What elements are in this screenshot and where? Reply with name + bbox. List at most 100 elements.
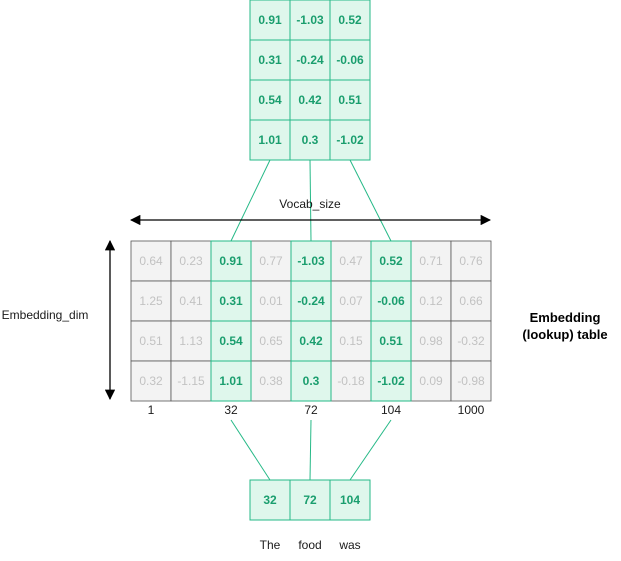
table-value-highlighted: 1.01 xyxy=(219,374,243,388)
table-cell xyxy=(410,240,452,282)
table-value: 1.13 xyxy=(179,334,203,348)
table-value: -1.15 xyxy=(177,374,205,388)
table-cell xyxy=(330,360,372,402)
table-value: -0.18 xyxy=(337,374,365,388)
token-id-cell xyxy=(329,479,371,521)
table-value: 0.12 xyxy=(419,294,443,308)
table-value: 0.76 xyxy=(459,254,483,268)
table-value: -0.98 xyxy=(457,374,485,388)
table-value-highlighted: 0.42 xyxy=(299,334,323,348)
connector-line xyxy=(309,419,312,481)
output-matrix-value: 0.54 xyxy=(258,93,282,107)
table-cell xyxy=(450,240,492,282)
token-id-cell xyxy=(249,479,291,521)
output-matrix-value: -0.06 xyxy=(336,53,364,67)
output-matrix-value: -1.02 xyxy=(336,133,364,147)
connector-line xyxy=(309,159,312,242)
connector-lines xyxy=(230,159,392,481)
table-cell xyxy=(250,280,292,322)
table-cell xyxy=(450,360,492,402)
table-value-highlighted: 0.91 xyxy=(219,254,243,268)
token-words: The food was xyxy=(260,538,361,552)
table-value-highlighted: 0.54 xyxy=(219,334,243,348)
table-value: 0.15 xyxy=(339,334,363,348)
table-value: 1.25 xyxy=(139,294,163,308)
table-value: -0.32 xyxy=(457,334,485,348)
output-matrix-value: 0.31 xyxy=(258,53,282,67)
table-value: 0.23 xyxy=(179,254,203,268)
vocab-index-label: 1 xyxy=(148,403,155,417)
table-cell-highlighted xyxy=(290,360,332,402)
output-matrix-value: 0.51 xyxy=(338,93,362,107)
table-value-highlighted: 0.31 xyxy=(219,294,243,308)
table-cell xyxy=(410,280,452,322)
table-value-highlighted: -0.24 xyxy=(297,294,325,308)
table-value: 0.47 xyxy=(339,254,363,268)
table-title-line2: (lookup) table xyxy=(522,327,607,342)
table-cell xyxy=(330,320,372,362)
table-cell-highlighted xyxy=(370,320,412,362)
vocab-size-label: Vocab_size xyxy=(279,197,341,211)
table-value-highlighted: -1.03 xyxy=(297,254,325,268)
output-matrix-cell xyxy=(329,0,371,41)
table-value-highlighted: -1.02 xyxy=(377,374,405,388)
output-matrix-cell xyxy=(289,119,331,161)
table-cell-highlighted xyxy=(210,240,252,282)
token-id-value: 72 xyxy=(303,493,317,507)
connector-line xyxy=(230,419,271,481)
output-matrix-value: 0.52 xyxy=(338,13,362,27)
table-cell-highlighted xyxy=(210,320,252,362)
embedding-dim-label: Embedding_dim xyxy=(2,308,89,322)
token-word: The xyxy=(260,538,281,552)
table-cell-highlighted xyxy=(370,280,412,322)
vocab-index-label: 72 xyxy=(304,403,318,417)
table-value-highlighted: 0.3 xyxy=(303,374,320,388)
token-word: was xyxy=(338,538,360,552)
table-value-highlighted: -0.06 xyxy=(377,294,405,308)
table-cell xyxy=(250,240,292,282)
table-cell xyxy=(410,360,452,402)
table-value-highlighted: 0.52 xyxy=(379,254,403,268)
table-cell xyxy=(170,240,212,282)
table-value: 0.51 xyxy=(139,334,163,348)
table-cell xyxy=(330,240,372,282)
table-cell xyxy=(130,240,172,282)
output-matrix-cell xyxy=(329,79,371,121)
connector-line xyxy=(349,419,392,481)
table-value: 0.71 xyxy=(419,254,443,268)
table-cell-highlighted xyxy=(290,280,332,322)
token-id-cell xyxy=(289,479,331,521)
output-matrix-cell xyxy=(329,119,371,161)
output-matrix-value: 0.3 xyxy=(302,133,319,147)
vocab-index-label: 1000 xyxy=(458,403,485,417)
table-value: 0.77 xyxy=(259,254,283,268)
embedding-lookup-table: 0.64 0.23 0.91 0.77 -1.03 0.47 0.52 0.71 0.76 1.2… xyxy=(130,240,492,402)
table-cell xyxy=(250,360,292,402)
table-value: 0.01 xyxy=(259,294,283,308)
connector-line xyxy=(349,159,392,242)
table-cell-highlighted xyxy=(290,240,332,282)
output-matrix-value: -0.24 xyxy=(296,53,324,67)
output-matrix-value: 0.42 xyxy=(298,93,322,107)
table-cell-highlighted xyxy=(210,360,252,402)
table-value: 0.38 xyxy=(259,374,283,388)
table-cell xyxy=(450,320,492,362)
table-cell-highlighted xyxy=(370,360,412,402)
output-embedding-matrix: 0.91 -1.03 0.52 0.31 -0.24 -0.06 0.54 0.42 0.51 1… xyxy=(249,0,371,161)
output-matrix-value: -1.03 xyxy=(296,13,324,27)
table-cell xyxy=(170,360,212,402)
table-value: 0.41 xyxy=(179,294,203,308)
table-value: 0.64 xyxy=(139,254,163,268)
token-id-value: 32 xyxy=(263,493,277,507)
vocab-index-label: 104 xyxy=(381,403,401,417)
output-matrix-value: 1.01 xyxy=(258,133,282,147)
table-title-line1: Embedding xyxy=(530,310,601,325)
table-value: 0.65 xyxy=(259,334,283,348)
output-matrix-cell xyxy=(329,39,371,81)
token-word: food xyxy=(298,538,321,552)
table-cell xyxy=(130,280,172,322)
output-matrix-value: 0.91 xyxy=(258,13,282,27)
